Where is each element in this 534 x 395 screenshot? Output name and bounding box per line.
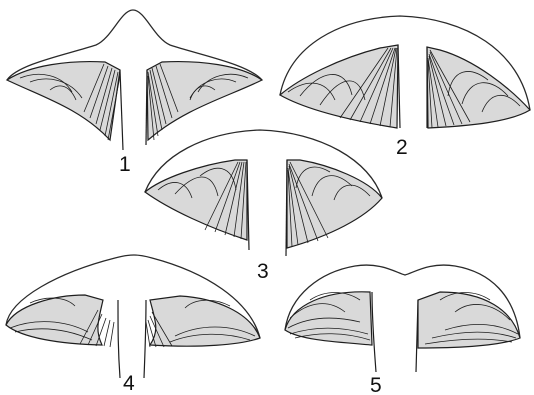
label-2: 2 — [396, 136, 408, 159]
label-5: 5 — [370, 374, 382, 395]
stem-left-edge — [372, 292, 376, 372]
stem-left-edge — [120, 70, 123, 150]
stem-right-edge — [146, 70, 147, 145]
label-1: 1 — [119, 153, 131, 176]
stem-left-edge — [398, 45, 400, 128]
gill-left — [6, 295, 103, 345]
gill-right — [427, 47, 530, 128]
mushroom-diagram-4: 4 — [6, 255, 260, 395]
stem-right-edge — [144, 300, 146, 378]
gill-right — [147, 62, 262, 140]
label-3: 3 — [257, 260, 269, 283]
mushroom-diagram-3: 3 — [145, 130, 382, 283]
label-4: 4 — [123, 372, 135, 395]
mushroom-diagram-5: 5 — [285, 265, 520, 395]
mushroom-diagram-2: 2 — [280, 16, 530, 159]
gill-right — [150, 296, 260, 346]
stem-left-edge — [118, 300, 120, 378]
gill-left — [7, 62, 120, 140]
mushroom-diagram-1: 1 — [7, 10, 262, 176]
gill-left — [145, 160, 247, 240]
